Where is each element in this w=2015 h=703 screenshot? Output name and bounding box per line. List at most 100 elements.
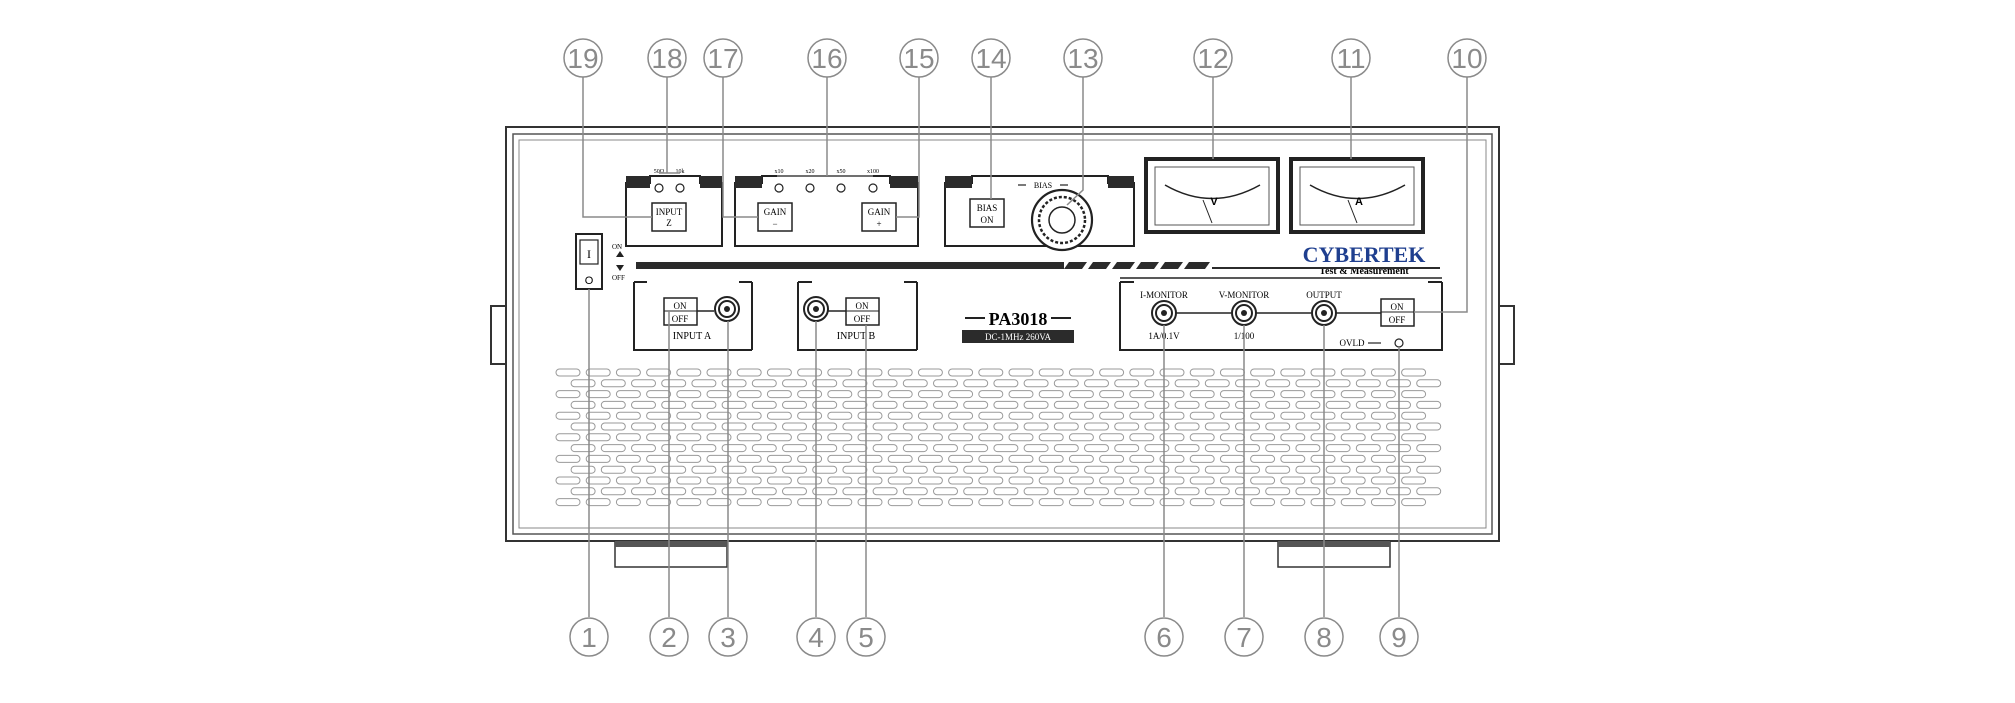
vent-slot xyxy=(857,476,883,485)
input-z-button[interactable]: INPUT Z xyxy=(651,202,687,232)
vent-slot xyxy=(1099,368,1125,377)
vent-slot xyxy=(691,422,717,431)
bias-on-button[interactable]: BIAS ON xyxy=(969,198,1005,228)
gain-plus-button[interactable]: GAIN + xyxy=(861,202,897,232)
vent-slot xyxy=(978,454,1004,463)
i-monitor-bnc-connector[interactable] xyxy=(1151,300,1177,326)
vent-slot xyxy=(1174,465,1200,474)
vent-slot xyxy=(691,465,717,474)
svg-text:17: 17 xyxy=(707,43,738,74)
output-bnc-connector[interactable] xyxy=(1311,300,1337,326)
output-toggle[interactable]: ON OFF xyxy=(1380,298,1415,327)
input-b-toggle[interactable]: ON OFF xyxy=(845,297,880,326)
vent-slot xyxy=(842,487,868,496)
v-monitor-bnc-connector[interactable] xyxy=(1231,300,1257,326)
vent-slot xyxy=(842,379,868,388)
vent-slot xyxy=(1114,465,1140,474)
vent-slot xyxy=(993,487,1019,496)
vent-slot xyxy=(1023,444,1049,453)
bias-on-line2: ON xyxy=(981,215,994,225)
vent-slot xyxy=(676,476,702,485)
callout-11: 11 xyxy=(1331,38,1371,78)
svg-text:13: 13 xyxy=(1067,43,1098,74)
vent-slot xyxy=(600,379,626,388)
svg-text:16: 16 xyxy=(811,43,842,74)
vent-slot xyxy=(842,444,868,453)
vent-slot xyxy=(1219,433,1245,442)
vent-slot xyxy=(1416,444,1442,453)
vent-slot xyxy=(1189,411,1215,420)
gain-x10-label: x10 xyxy=(775,169,784,175)
vent-slot xyxy=(797,454,823,463)
svg-text:2: 2 xyxy=(661,622,677,653)
power-off-symbol: O xyxy=(585,275,594,287)
vent-slot xyxy=(1038,411,1064,420)
callout-1: 1 xyxy=(569,617,609,657)
vent-slot xyxy=(1144,465,1170,474)
vent-slot xyxy=(1355,465,1381,474)
vent-slot xyxy=(1068,433,1094,442)
vent-slot xyxy=(1401,454,1427,463)
vent-slot xyxy=(676,411,702,420)
vent-slot xyxy=(615,433,641,442)
callout-4: 4 xyxy=(796,617,836,657)
vent-slot xyxy=(887,433,913,442)
vent-slot xyxy=(1099,454,1125,463)
callout-13: 13 xyxy=(1063,38,1103,78)
vent-slot xyxy=(676,498,702,507)
vent-slot xyxy=(917,433,943,442)
vent-slot xyxy=(917,368,943,377)
vent-slot xyxy=(1295,487,1321,496)
vent-slot xyxy=(1114,379,1140,388)
vent-slot xyxy=(766,454,792,463)
vent-slot xyxy=(948,433,974,442)
vent-slot xyxy=(661,465,687,474)
vent-slot xyxy=(1401,368,1427,377)
gain-x50-led xyxy=(836,183,846,193)
bias-group: BIAS ON BIAS xyxy=(944,175,1135,252)
vent-slot xyxy=(1355,444,1381,453)
vent-slot xyxy=(933,379,958,388)
vent-slot xyxy=(615,368,641,377)
bias-knob[interactable] xyxy=(1030,188,1094,252)
vent-slot xyxy=(857,368,883,377)
power-switch[interactable]: I O xyxy=(575,233,603,290)
vent-slot xyxy=(1295,465,1321,474)
vent-slot xyxy=(827,454,853,463)
vent-slot xyxy=(872,379,898,388)
vent-slot xyxy=(631,487,656,496)
vent-slot xyxy=(1265,400,1291,409)
vent-slot xyxy=(736,411,762,420)
vent-slot xyxy=(1235,465,1260,474)
vent-slot xyxy=(585,368,611,377)
vent-slot xyxy=(555,498,581,507)
vent-slot xyxy=(555,433,581,442)
input-a-bnc-connector[interactable] xyxy=(714,296,740,322)
vent-slot xyxy=(751,465,777,474)
vent-slot xyxy=(948,498,974,507)
vent-slot xyxy=(1174,487,1200,496)
output-toggle-off: OFF xyxy=(1389,315,1406,325)
vent-slot xyxy=(1235,444,1260,453)
vent-slot xyxy=(887,411,913,420)
vent-slot xyxy=(1235,422,1260,431)
vent-slot xyxy=(993,379,1019,388)
vent-slot xyxy=(1265,487,1291,496)
vent-slot xyxy=(1370,476,1396,485)
vent-slot xyxy=(1068,498,1094,507)
gain-minus-button[interactable]: GAIN − xyxy=(757,202,793,232)
vent-slot xyxy=(1189,368,1215,377)
vent-slot xyxy=(887,368,913,377)
vent-slot xyxy=(1008,411,1034,420)
vent-slot xyxy=(766,498,792,507)
svg-text:1: 1 xyxy=(581,622,597,653)
input-b-bnc-connector[interactable] xyxy=(803,296,829,322)
vent-slot xyxy=(631,379,656,388)
vent-slot xyxy=(691,444,717,453)
vent-slot xyxy=(1310,454,1336,463)
vent-slot xyxy=(555,390,581,399)
vent-slot xyxy=(600,444,626,453)
vent-slot xyxy=(600,400,626,409)
vent-slot xyxy=(1084,487,1109,496)
